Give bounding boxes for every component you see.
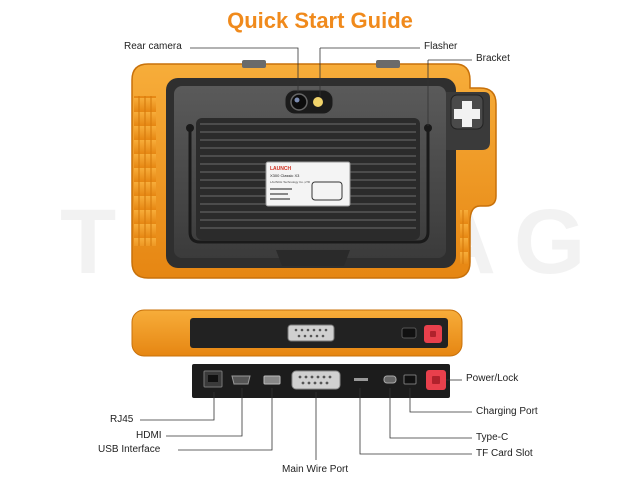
sticker-company: LAUNCH Technology Co.,LTD <box>270 180 311 184</box>
bracket-wire <box>188 128 430 244</box>
plus-icon <box>454 101 480 127</box>
usb-port <box>263 375 281 385</box>
charging-port-top <box>401 327 417 339</box>
leader-rear-camera <box>190 47 299 92</box>
leader-type-c <box>389 388 472 439</box>
flash-led <box>313 97 323 107</box>
panel-notch <box>276 250 350 266</box>
leader-charging <box>409 388 472 413</box>
label-charging-port: Charging Port <box>476 406 538 417</box>
top-tab-right <box>376 60 400 68</box>
leader-usb <box>178 388 273 451</box>
tf-card-slot <box>354 378 368 381</box>
label-tf-card-slot: TF Card Slot <box>476 448 533 459</box>
label-usb-interface: USB Interface <box>98 444 161 455</box>
sticker-line-3 <box>270 198 290 200</box>
label-power-lock: Power/Lock <box>466 373 519 384</box>
charging-port <box>403 374 417 385</box>
leader-tf-card <box>359 388 472 455</box>
rear-camera-lens <box>290 93 308 111</box>
label-bracket: Bracket <box>476 53 510 64</box>
label-rj45: RJ45 <box>110 414 134 425</box>
type-c-port <box>383 375 397 384</box>
hdmi-port <box>231 375 251 385</box>
sticker-line-2 <box>270 193 288 195</box>
port-strip-view <box>192 364 450 398</box>
left-grip-ribs <box>134 96 156 246</box>
leader-lines <box>140 47 472 460</box>
leader-rj45 <box>140 392 215 421</box>
guide-title: Quick Start Guide <box>227 8 413 33</box>
tablet-top-side-view <box>131 309 463 357</box>
label-hdmi: HDMI <box>136 430 162 441</box>
sticker-line-1 <box>270 188 292 190</box>
main-wire-port-top <box>287 324 335 342</box>
label-main-wire-port: Main Wire Port <box>282 464 349 475</box>
label-flasher: Flasher <box>424 41 458 52</box>
sticker-device-icon <box>311 181 343 201</box>
bracket-hinge-left <box>186 124 194 132</box>
lens-glint <box>294 97 300 103</box>
sticker-brand: LAUNCH <box>270 166 291 172</box>
right-grip-ribs <box>460 210 468 264</box>
label-rear-camera: Rear camera <box>124 41 182 52</box>
leader-hdmi <box>166 388 243 437</box>
label-type-c: Type-C <box>476 432 509 443</box>
bracket-hinge-right <box>424 124 432 132</box>
top-tab-left <box>242 60 266 68</box>
main-wire-port <box>291 370 341 390</box>
tablet-back-view: LAUNCH X300 Classic X3 LAUNCH Technology… <box>131 60 497 279</box>
sticker-model: X300 Classic X3 <box>270 173 300 178</box>
